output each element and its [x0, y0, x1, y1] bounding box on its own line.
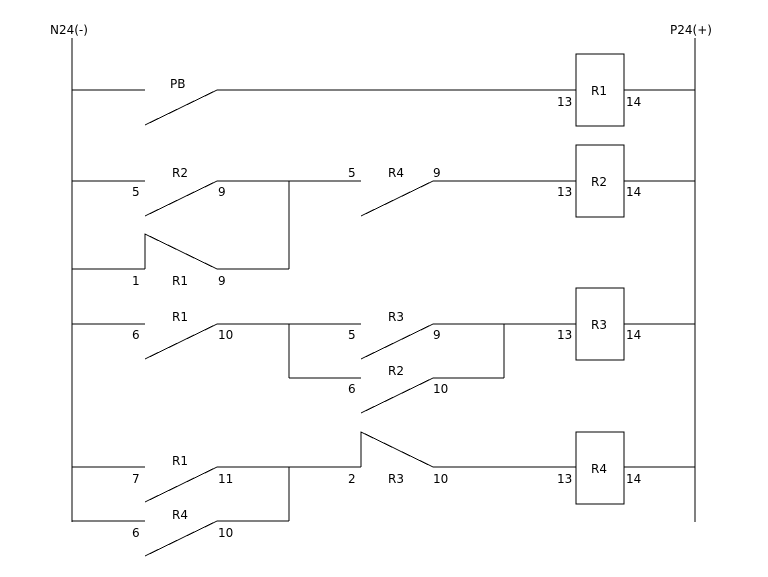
coil-r4: R4 13 14	[557, 431, 641, 505]
rung-2: R2 5 9 R1 1 9 R4 5 9 R2 13 14	[72, 144, 695, 288]
coil-pin-in: 13	[557, 185, 572, 199]
contact-r1-nc: R1 1 9	[132, 233, 226, 288]
coil-box	[575, 431, 625, 505]
contact-label: R1	[172, 454, 188, 468]
rung-4: R1 7 11 R4 6 10 R3 2 10 R4 13 14	[72, 431, 695, 557]
contact-label: R1	[172, 274, 188, 288]
contact-pin-right: 9	[433, 328, 441, 342]
contact-r2-no: R2 6 10	[348, 364, 448, 414]
contact-r1-no: R1 6 10	[132, 310, 233, 360]
contact-pin-right: 10	[433, 472, 448, 486]
contact-blade	[144, 466, 218, 503]
coil-r2: R2 13 14	[557, 144, 641, 218]
contact-label: R2	[388, 364, 404, 378]
contact-blade	[144, 89, 218, 126]
contact-blade	[360, 323, 434, 360]
contact-pin-right: 9	[433, 166, 441, 180]
contact-pin-right: 10	[218, 526, 233, 540]
contact-pin-left: 5	[132, 185, 140, 199]
coil-label: R4	[591, 462, 607, 476]
coil-pin-out: 14	[626, 472, 641, 486]
contact-label: R2	[172, 166, 188, 180]
contact-blade	[144, 520, 218, 557]
contact-r4-no: R4 6 10	[132, 508, 233, 557]
contact-pin-left: 6	[132, 526, 140, 540]
positive-rail-label: P24(+)	[670, 23, 712, 37]
contact-pin-left: 5	[348, 166, 356, 180]
coil-pin-out: 14	[626, 328, 641, 342]
negative-rail-label: N24(-)	[50, 23, 88, 37]
coil-box	[575, 144, 625, 218]
coil-box	[575, 287, 625, 361]
coil-pin-in: 13	[557, 328, 572, 342]
coil-label: R2	[591, 175, 607, 189]
contact-pin-left: 5	[348, 328, 356, 342]
contact-blade	[360, 180, 434, 217]
contact-pin-left: 6	[132, 328, 140, 342]
contact-blade	[144, 180, 218, 217]
coil-pin-in: 13	[557, 472, 572, 486]
contact-r3-nc: R3 2 10	[348, 431, 448, 486]
coil-pin-out: 14	[626, 185, 641, 199]
contact-label: R4	[172, 508, 188, 522]
coil-r1: R1 13 14	[557, 53, 641, 127]
contact-r2-no: R2 5 9	[132, 166, 226, 217]
rung-3: R1 6 10 R3 5 9 R2 6 10 R3 13 14	[72, 287, 695, 414]
contact-r3-no: R3 5 9	[348, 310, 441, 360]
contact-pin-right: 9	[218, 274, 226, 288]
contact-pin-left: 7	[132, 472, 140, 486]
contact-pin-right: 9	[218, 185, 226, 199]
contact-r4-no: R4 5 9	[348, 166, 441, 217]
contact-label: R3	[388, 472, 404, 486]
contact-blade	[144, 323, 218, 360]
rung-1: PB R1 13 14	[72, 53, 695, 127]
contact-pin-left: 6	[348, 382, 356, 396]
contact-pin-left: 2	[348, 472, 356, 486]
coil-label: R3	[591, 318, 607, 332]
contact-pb: PB	[144, 77, 218, 126]
contact-pin-left: 1	[132, 274, 140, 288]
contact-blade	[360, 377, 434, 414]
coil-pin-out: 14	[626, 95, 641, 109]
contact-label: R3	[388, 310, 404, 324]
contact-blade	[144, 233, 218, 270]
coil-box	[575, 53, 625, 127]
contact-label: R4	[388, 166, 404, 180]
contact-blade	[360, 431, 434, 468]
contact-pin-right: 10	[433, 382, 448, 396]
contact-pin-right: 11	[218, 472, 233, 486]
coil-r3: R3 13 14	[557, 287, 641, 361]
contact-label: PB	[170, 77, 185, 91]
contact-r1-no: R1 7 11	[132, 454, 233, 503]
coil-label: R1	[591, 84, 607, 98]
coil-pin-in: 13	[557, 95, 572, 109]
contact-pin-right: 10	[218, 328, 233, 342]
contact-label: R1	[172, 310, 188, 324]
